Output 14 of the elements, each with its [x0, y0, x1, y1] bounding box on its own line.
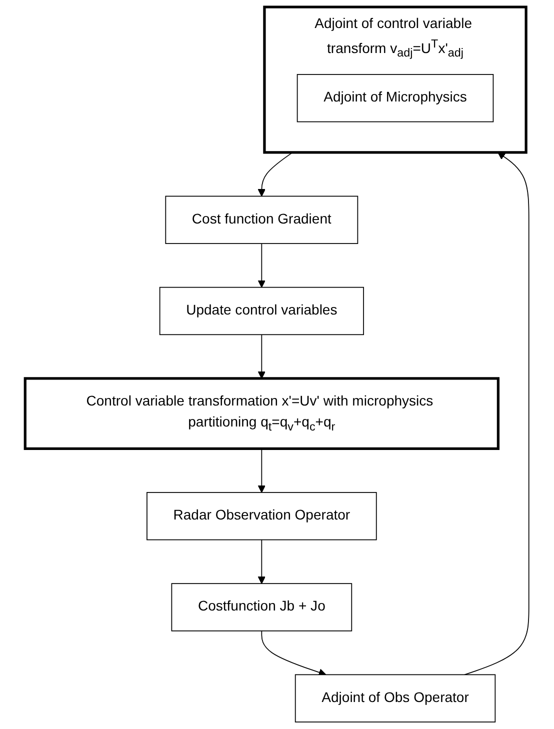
arrow [258, 539, 266, 584]
arrow [464, 152, 530, 676]
node-box: Cost function Gradient [165, 196, 358, 244]
node-box: Update control variables [159, 286, 364, 336]
arrow [258, 152, 294, 197]
arrow [258, 334, 266, 379]
node-box: Control variable transformation x'=Uv' with microphysics partitioning q$_{t}$=q$_{v}$+q$_{c}$+q$_{r}$ [24, 377, 500, 450]
arrow [258, 448, 266, 493]
node-box: Adjoint of Obs Operator [294, 674, 496, 722]
node-box: Adjoint of Microphysics [296, 74, 494, 122]
arrow [258, 243, 266, 288]
node-box: Radar Observation Operator [146, 492, 377, 540]
node-box: Costfunction Jb + Jo [171, 583, 352, 632]
arrow [261, 630, 326, 676]
